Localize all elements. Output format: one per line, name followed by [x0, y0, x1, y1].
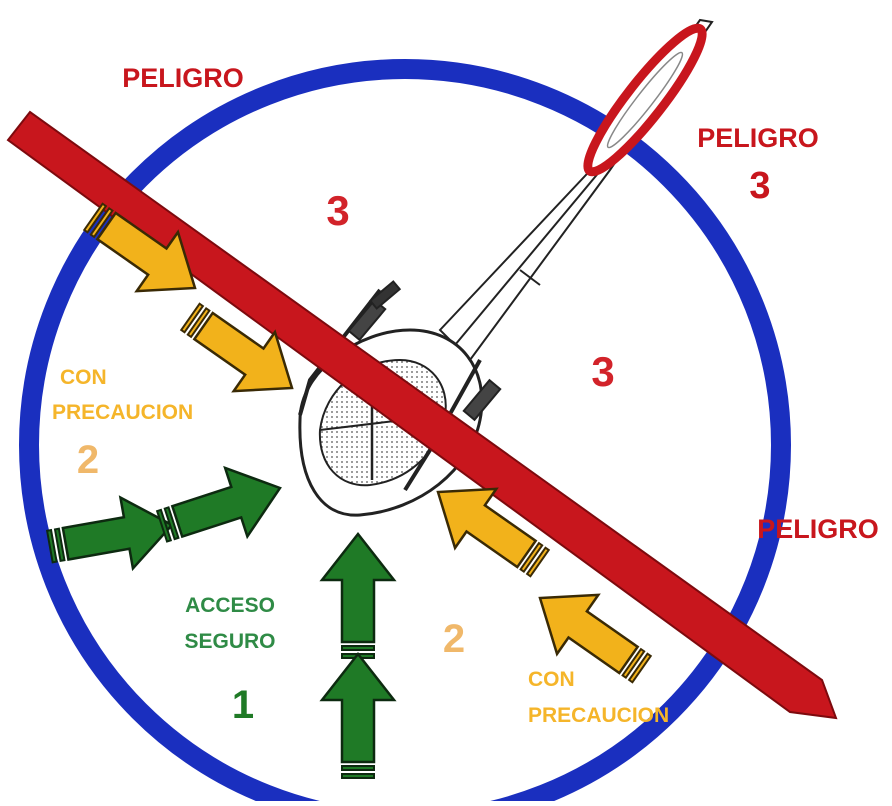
caution-label: PRECAUCION — [528, 704, 669, 727]
zone-number: 1 — [232, 683, 254, 727]
zone-number: 3 — [749, 165, 770, 207]
caution-label: PRECAUCION — [52, 401, 193, 424]
zone-number: 2 — [443, 617, 465, 661]
zone-number: 3 — [591, 348, 614, 395]
caution-label: CON — [60, 366, 107, 389]
peligro-label: PELIGRO — [122, 63, 244, 93]
caution-label: CON — [528, 668, 575, 691]
safe-label: ACCESO — [185, 594, 275, 617]
safe-label: SEGURO — [184, 630, 275, 653]
zone-number: 2 — [77, 438, 99, 482]
peligro-label: PELIGRO — [697, 123, 819, 153]
peligro-label: PELIGRO — [757, 514, 879, 544]
zone-number: 3 — [326, 187, 349, 234]
danger-bar — [6, 110, 838, 720]
